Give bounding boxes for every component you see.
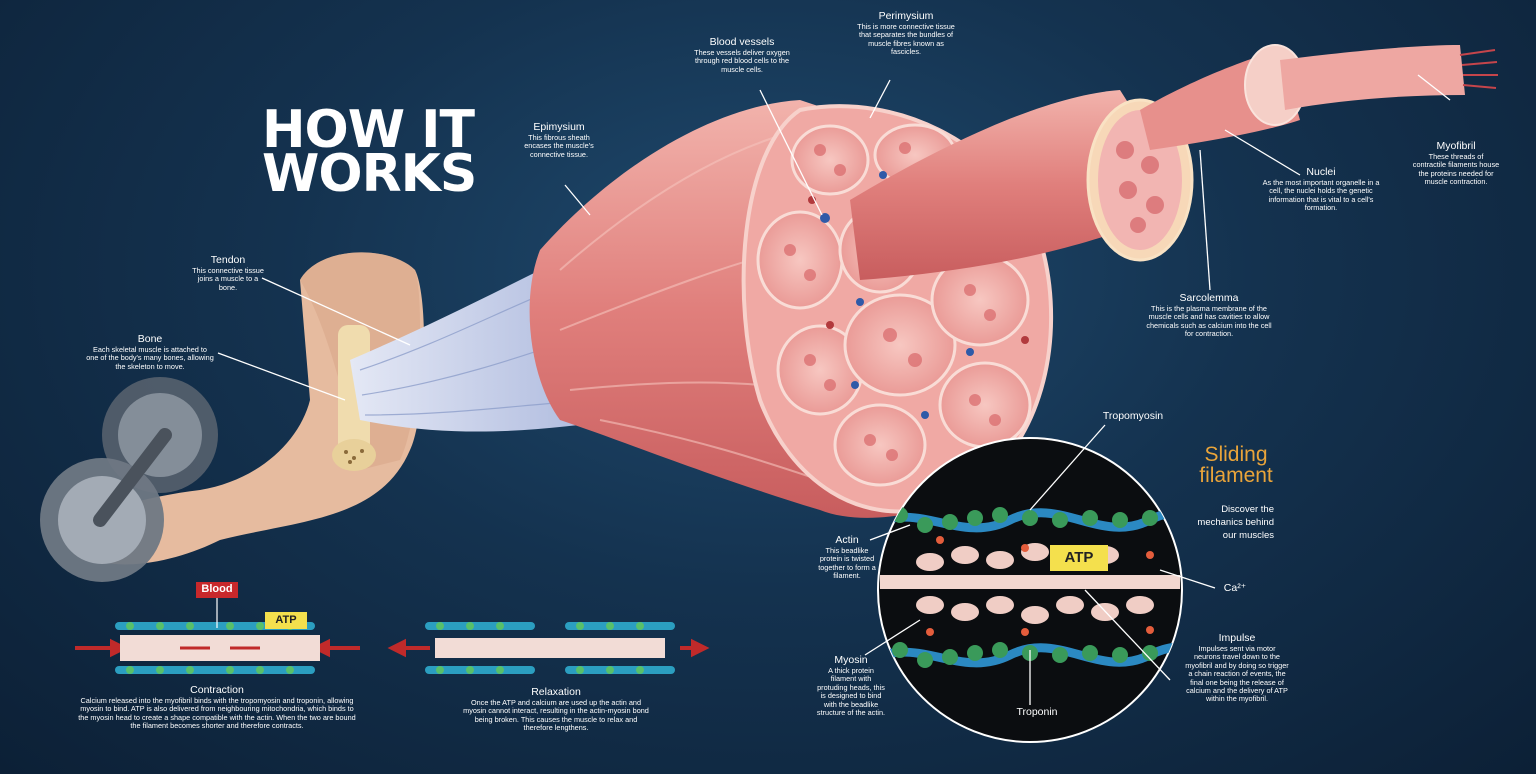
label-bone: Bone Each skeletal muscle is attached to…	[86, 333, 214, 371]
perimysium-title: Perimysium	[878, 10, 934, 22]
tropomyosin-title: Tropomyosin	[1102, 410, 1164, 422]
label-myosin: Myosin A thick protein filament with pro…	[815, 654, 887, 717]
label-nuclei: Nuclei As the most important organelle i…	[1262, 166, 1380, 213]
blood-vessels-title: Blood vessels	[709, 36, 775, 48]
relaxation-diagram	[387, 622, 710, 674]
perimysium-desc: This is more connective tissue that sepa…	[857, 22, 955, 57]
sarcolemma-title: Sarcolemma	[1179, 292, 1239, 304]
sarcolemma-desc: This is the plasma membrane of the muscl…	[1146, 304, 1272, 339]
label-contraction: Contraction Calcium released into the my…	[78, 684, 356, 731]
label-myofibril: Myofibril These threads of contractile f…	[1412, 140, 1500, 187]
myosin-desc: A thick protein filament with protuding …	[816, 666, 886, 718]
sliding-filament-title: Sliding filament	[1199, 443, 1273, 487]
label-calcium: Ca²⁺	[1218, 582, 1252, 594]
label-tendon: Tendon This connective tissue joins a mu…	[190, 254, 266, 292]
label-blood-vessels: Blood vessels These vessels deliver oxyg…	[694, 36, 790, 74]
blood-badge: Blood	[201, 583, 233, 595]
contraction-title: Contraction	[190, 684, 244, 696]
troponin-title: Troponin	[1016, 706, 1058, 718]
label-epimysium: Epimysium This fibrous sheath encases th…	[520, 121, 598, 159]
atp-badge-large: ATP	[1064, 549, 1094, 566]
actin-desc: This beadlike protein is twisted togethe…	[818, 546, 876, 581]
label-sarcolemma: Sarcolemma This is the plasma membrane o…	[1142, 292, 1276, 339]
bone-desc: Each skeletal muscle is attached to one …	[86, 345, 214, 371]
muscle-cross-section	[741, 104, 1054, 514]
nuclei-desc: As the most important organelle in a cel…	[1262, 178, 1380, 213]
atp-badge-small: ATP	[275, 614, 297, 626]
logo: HOW IT WORKS	[262, 100, 477, 204]
label-actin: Actin This beadlike protein is twisted t…	[815, 534, 879, 581]
label-tropomyosin: Tropomyosin	[1098, 410, 1168, 422]
label-perimysium: Perimysium This is more connective tissu…	[857, 10, 955, 57]
contraction-desc: Calcium released into the myofibril bind…	[78, 696, 356, 731]
logo-line-1: HOW IT	[262, 100, 475, 160]
relaxation-title: Relaxation	[531, 686, 581, 698]
impulse-desc: Impulses sent via motor neurons travel d…	[1185, 644, 1289, 704]
myofibril-desc: These threads of contractile filaments h…	[1412, 152, 1500, 187]
label-troponin: Troponin	[1008, 706, 1066, 718]
nuclei-title: Nuclei	[1306, 166, 1336, 178]
myosin-title: Myosin	[834, 654, 868, 666]
myofibril-title: Myofibril	[1436, 140, 1476, 152]
leader-lines	[217, 74, 1451, 401]
label-impulse: Impulse Impulses sent via motor neurons …	[1185, 632, 1289, 704]
epimysium-title: Epimysium	[533, 121, 585, 133]
contraction-diagram	[75, 582, 360, 674]
dumbbell-icon	[40, 377, 218, 582]
logo-line-2: WORKS	[262, 144, 477, 204]
sliding-filament-subtitle: Discover the mechanics behind our muscle…	[1197, 504, 1274, 541]
impulse-title: Impulse	[1218, 632, 1256, 644]
label-relaxation: Relaxation Once the ATP and calcium are …	[463, 686, 649, 733]
epimysium-desc: This fibrous sheath encases the muscle's…	[524, 133, 594, 159]
tendon-desc: This connective tissue joins a muscle to…	[192, 266, 264, 292]
calcium-title: Ca²⁺	[1223, 582, 1247, 594]
bone-title: Bone	[137, 333, 163, 345]
tendon-title: Tendon	[210, 254, 246, 266]
actin-title: Actin	[835, 534, 859, 546]
muscle-fibre	[1140, 44, 1498, 150]
relaxation-desc: Once the ATP and calcium are used up the…	[463, 698, 649, 733]
blood-vessels-desc: These vessels deliver oxygen through red…	[694, 48, 790, 74]
